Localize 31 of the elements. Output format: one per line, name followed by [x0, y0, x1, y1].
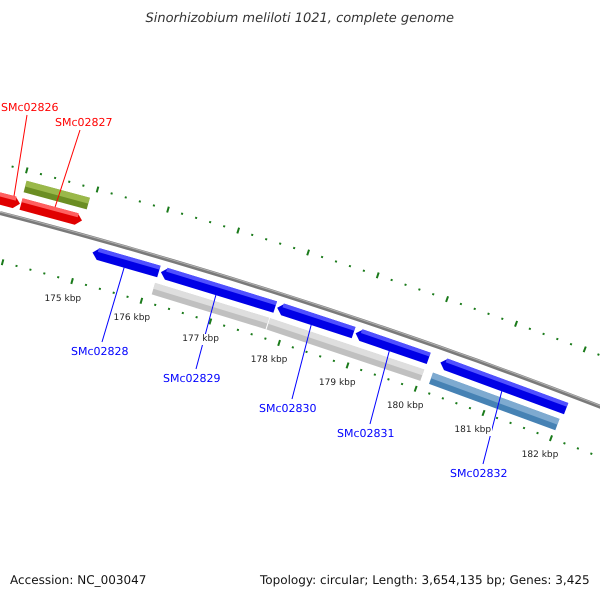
leader-line	[54, 130, 80, 208]
genome-summary-text: Topology: circular; Length: 3,654,135 bp; Genes: 3,425	[260, 574, 590, 586]
gene-block	[0, 190, 20, 208]
gene-block	[440, 358, 568, 414]
gene-label: SMc02831	[337, 428, 395, 438]
gene-block	[160, 268, 277, 313]
gene-label: SMc02830	[259, 402, 317, 414]
position-label: 182 kbp	[520, 450, 560, 461]
gene-label: SMc02829	[163, 372, 221, 384]
gene-block	[20, 198, 82, 225]
gene-block	[277, 304, 356, 338]
gene-label: SMc02827	[55, 116, 113, 128]
gene-label: SMc02832	[450, 468, 508, 478]
position-label: 178 kbp	[250, 355, 288, 366]
position-label: 176 kbp	[112, 313, 152, 324]
leader-line	[292, 324, 312, 400]
leader-line	[102, 267, 125, 342]
position-label: 180 kbp	[386, 400, 425, 412]
gene-block	[92, 248, 161, 278]
leader-line	[14, 114, 28, 196]
position-label: 181 kbp	[453, 424, 492, 436]
gene-label: SMc02828	[71, 346, 129, 356]
position-label: 175 kbp	[43, 294, 82, 305]
gene-block	[356, 329, 431, 364]
map-title: Sinorhizobium meliloti 1021, complete genome	[146, 12, 454, 24]
accession-text: Accession: NC_003047	[10, 574, 146, 586]
leader-line	[482, 390, 502, 464]
position-label: 177 kbp	[181, 334, 220, 345]
leader-line	[370, 350, 390, 424]
position-label: 179 kbp	[318, 378, 357, 389]
gene-label: SMc02826	[1, 102, 59, 112]
